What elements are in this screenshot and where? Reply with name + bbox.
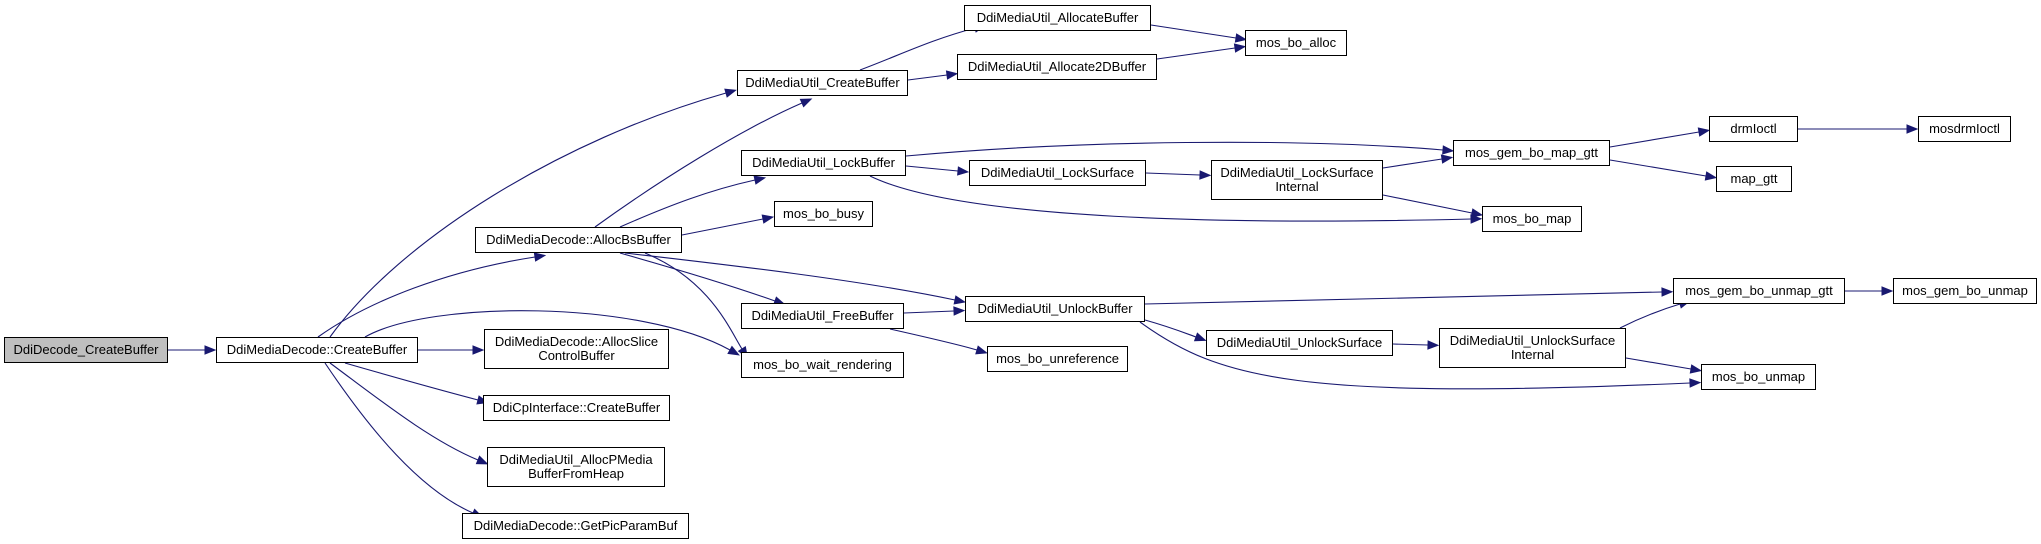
- arrowhead-drm_ioctl-to-mos_drm_ioctl: [1906, 124, 1919, 134]
- edge-util_unlock_surface_internal-to-gem_bo_unmap_gtt: [1619, 303, 1681, 329]
- edge-util_unlock_surface_internal-to-bo_unmap: [1625, 357, 1692, 370]
- arrowhead-alloc_bs_buffer-to-util_lock_buffer: [753, 175, 767, 185]
- edge-util_unlock_buffer-to-util_unlock_surface: [1144, 319, 1197, 338]
- arrowhead-gem_bo_map_gtt-to-drm_ioctl: [1697, 127, 1711, 137]
- edge-create_buffer-to-alloc_bs_buffer: [317, 256, 536, 338]
- edge-alloc_bs_buffer-to-util_free_buffer: [619, 252, 776, 302]
- edge-util_lock_buffer-to-util_lock_surface: [905, 165, 959, 172]
- arrowhead-util_lock_surface_internal-to-bo_map: [1470, 208, 1484, 218]
- arrowhead-util_unlock_surface-to-util_unlock_surface_internal: [1427, 340, 1440, 350]
- node-mos-bo-map[interactable]: mos_bo_map: [1482, 206, 1582, 232]
- node-mos-bo-unmap[interactable]: mos_bo_unmap: [1701, 364, 1816, 390]
- node-mos-bo-wait-rendering[interactable]: mos_bo_wait_rendering: [741, 352, 904, 378]
- edge-alloc_bs_buffer-to-bo_busy: [681, 218, 764, 236]
- arrowhead-util_unlock_buffer-to-gem_bo_unmap_gtt: [1661, 287, 1674, 297]
- node-ddimediautil-allocate2dbuffer[interactable]: DdiMediaUtil_Allocate2DBuffer: [957, 54, 1157, 80]
- arrowhead-util_free_buffer-to-bo_unreference: [975, 345, 988, 355]
- edge-util_lock_buffer-to-bo_map: [869, 175, 1472, 222]
- edge-gem_bo_map_gtt-to-map_gtt: [1609, 159, 1707, 177]
- arrowhead-create_buffer-to-alloc_bs_buffer: [533, 252, 547, 262]
- edge-util_unlock_buffer-to-bo_unmap: [1139, 321, 1691, 390]
- node-ddimediautil-lockbuffer[interactable]: DdiMediaUtil_LockBuffer: [741, 150, 906, 176]
- edge-util_lock_surface_internal-to-gem_bo_map_gtt: [1382, 158, 1443, 169]
- node-ddimediautil-locksurface[interactable]: DdiMediaUtil_LockSurface: [969, 160, 1146, 186]
- edge-create_buffer-to-cp_create_buffer: [344, 362, 479, 401]
- node-ddimediautil-createbuffer[interactable]: DdiMediaUtil_CreateBuffer: [737, 70, 908, 96]
- arrowhead-create_buffer-to-util_create_buffer: [724, 88, 737, 98]
- arrowhead-alloc_bs_buffer-to-util_unlock_buffer: [953, 295, 967, 305]
- edge-alloc_bs_buffer-to-util_create_buffer: [594, 102, 803, 228]
- node-mos-bo-busy[interactable]: mos_bo_busy: [774, 201, 873, 227]
- edge-util_unlock_buffer-to-gem_bo_unmap_gtt: [1144, 291, 1663, 305]
- node-ddimediautil-allocpmediabufferfromheap[interactable]: DdiMediaUtil_AllocPMedia BufferFromHeap: [487, 447, 665, 487]
- edge-util_allocate_buffer-to-bo_alloc: [1150, 24, 1237, 39]
- node-ddimediautil-unlockbuffer[interactable]: DdiMediaUtil_UnlockBuffer: [965, 296, 1145, 322]
- node-map-gtt[interactable]: map_gtt: [1716, 166, 1792, 192]
- node-ddimediadecode-allocbsbuffer[interactable]: DdiMediaDecode::AllocBsBuffer: [475, 227, 682, 253]
- arrowhead-create_buffer-to-bo_wait_rendering: [727, 345, 740, 356]
- arrowhead-util_lock_surface-to-util_lock_surface_internal: [1199, 170, 1212, 180]
- arrowhead-util_create_buffer-to-util_allocate_2d_buffer: [945, 70, 959, 80]
- arrowhead-util_lock_buffer-to-util_lock_surface: [957, 166, 970, 176]
- node-ddicpinterface-createbuffer[interactable]: DdiCpInterface::CreateBuffer: [483, 395, 670, 421]
- arrowhead-alloc_bs_buffer-to-bo_busy: [761, 214, 775, 224]
- edge-create_buffer-to-util_create_buffer: [329, 92, 727, 338]
- edge-util_free_buffer-to-bo_unreference: [889, 328, 978, 351]
- arrowhead-util_unlock_surface_internal-to-bo_unmap: [1689, 364, 1703, 374]
- arrowhead-create_buffer-to-alloc_pmedia_buffer: [475, 455, 489, 465]
- arrowhead-util_unlock_buffer-to-util_unlock_surface: [1193, 332, 1207, 342]
- arrowhead-create_buffer-to-alloc_slice_control_buffer: [472, 345, 485, 355]
- arrowhead-gem_bo_unmap_gtt-to-gem_bo_unmap: [1881, 286, 1894, 296]
- edge-create_buffer-to-bo_wait_rendering: [364, 310, 731, 351]
- node-ddimediautil-freebuffer[interactable]: DdiMediaUtil_FreeBuffer: [741, 303, 904, 329]
- edge-util_unlock_surface-to-util_unlock_surface_internal: [1392, 343, 1429, 346]
- edge-create_buffer-to-alloc_pmedia_buffer: [329, 362, 479, 461]
- arrowhead-util_unlock_buffer-to-bo_unmap: [1689, 378, 1702, 388]
- edge-util_lock_buffer-to-gem_bo_map_gtt: [905, 141, 1444, 157]
- node-ddidecode-createbuffer: DdiDecode_CreateBuffer: [4, 337, 168, 363]
- node-ddimediautil-unlocksurface[interactable]: DdiMediaUtil_UnlockSurface: [1206, 330, 1393, 356]
- arrowhead-util_free_buffer-to-util_unlock_buffer: [953, 306, 966, 316]
- node-ddimediadecode-createbuffer[interactable]: DdiMediaDecode::CreateBuffer: [216, 337, 418, 363]
- edge-alloc_bs_buffer-to-util_unlock_buffer: [624, 252, 956, 301]
- node-drmioctl[interactable]: drmIoctl: [1709, 116, 1798, 142]
- arrowhead-alloc_bs_buffer-to-util_create_buffer: [799, 98, 813, 108]
- node-ddimediadecode-allocslicecontrolbuffer[interactable]: DdiMediaDecode::AllocSlice ControlBuffer: [484, 329, 669, 369]
- node-mos-bo-unreference[interactable]: mos_bo_unreference: [987, 346, 1128, 372]
- node-mos-gem-bo-unmap[interactable]: mos_gem_bo_unmap: [1893, 278, 2037, 304]
- edge-util_lock_surface_internal-to-bo_map: [1382, 194, 1473, 214]
- edge-alloc_bs_buffer-to-bo_wait_rendering: [644, 252, 743, 350]
- edge-util_lock_surface-to-util_lock_surface_internal: [1145, 172, 1201, 176]
- arrowhead-util_lock_surface_internal-to-gem_bo_map_gtt: [1440, 154, 1454, 164]
- node-mos-bo-alloc[interactable]: mos_bo_alloc: [1245, 30, 1347, 56]
- edge-alloc_bs_buffer-to-util_lock_buffer: [619, 179, 756, 228]
- node-mos-gem-bo-map-gtt[interactable]: mos_gem_bo_map_gtt: [1453, 140, 1610, 166]
- node-ddimediadecode-getpicparambuf[interactable]: DdiMediaDecode::GetPicParamBuf: [462, 513, 689, 539]
- edge-gem_bo_map_gtt-to-drm_ioctl: [1609, 131, 1700, 148]
- node-ddimediautil-locksurfaceinternal[interactable]: DdiMediaUtil_LockSurface Internal: [1211, 160, 1383, 200]
- arrowhead-util_allocate_2d_buffer-to-bo_alloc: [1233, 43, 1247, 53]
- node-ddimediautil-unlocksurfaceinternal[interactable]: DdiMediaUtil_UnlockSurface Internal: [1439, 328, 1626, 368]
- arrowhead-gem_bo_map_gtt-to-map_gtt: [1704, 171, 1718, 181]
- node-mosdrmioctl[interactable]: mosdrmIoctl: [1918, 116, 2011, 142]
- edge-create_buffer-to-get_pic_param_buf: [324, 362, 474, 514]
- edge-util_create_buffer-to-util_allocate_buffer: [859, 27, 976, 71]
- node-ddimediautil-allocatebuffer[interactable]: DdiMediaUtil_AllocateBuffer: [964, 5, 1151, 31]
- edge-util_create_buffer-to-util_allocate_2d_buffer: [907, 74, 948, 81]
- arrowhead-util_lock_buffer-to-gem_bo_map_gtt: [1442, 145, 1455, 155]
- edge-util_allocate_2d_buffer-to-bo_alloc: [1156, 47, 1236, 60]
- edge-util_free_buffer-to-util_unlock_buffer: [903, 310, 955, 314]
- node-mos-gem-bo-unmap-gtt[interactable]: mos_gem_bo_unmap_gtt: [1673, 278, 1845, 304]
- arrowhead-util_allocate_buffer-to-bo_alloc: [1234, 33, 1248, 43]
- arrowhead-root-to-create_buffer: [204, 345, 217, 355]
